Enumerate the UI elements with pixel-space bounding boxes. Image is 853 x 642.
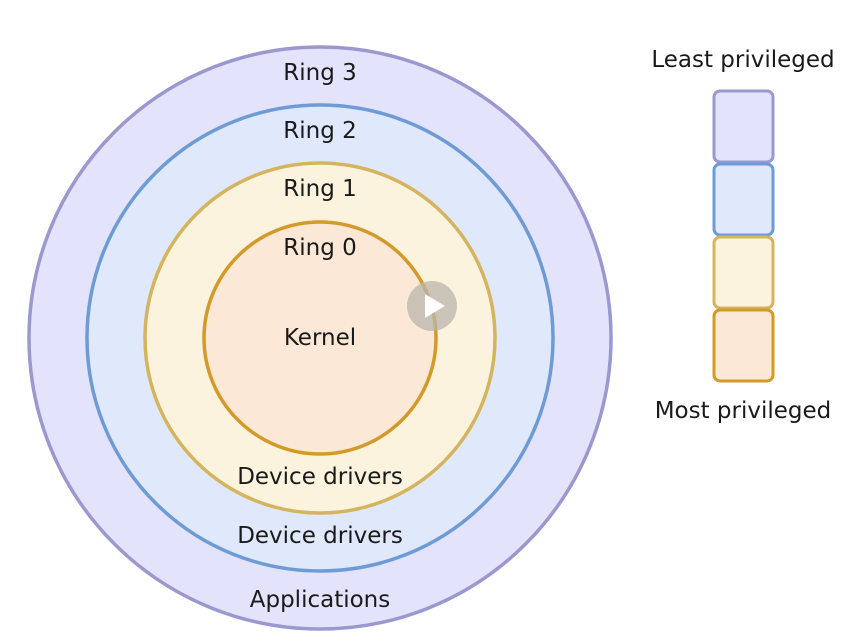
ring-2-title: Ring 2 (283, 118, 357, 144)
ring-3-content: Applications (250, 587, 391, 613)
legend-swatch-least-privileged (712, 89, 775, 164)
legend-swatch-ring-1 (712, 235, 775, 310)
ring-2-content: Device drivers (237, 523, 403, 549)
ring-0-content: Kernel (284, 325, 356, 351)
ring-3-title: Ring 3 (283, 60, 357, 86)
ring-0-circle (202, 220, 438, 456)
play-button[interactable] (407, 281, 457, 331)
legend-swatch-most-privileged (712, 308, 775, 383)
ring-1-title: Ring 1 (283, 176, 357, 202)
ring-1-content: Device drivers (237, 464, 403, 490)
legend-top-label: Least privileged (651, 47, 834, 73)
legend-bottom-label: Most privileged (655, 398, 832, 424)
ring-0-title: Ring 0 (283, 235, 357, 261)
play-icon[interactable] (425, 294, 445, 318)
legend-swatch-ring-2 (712, 162, 775, 237)
